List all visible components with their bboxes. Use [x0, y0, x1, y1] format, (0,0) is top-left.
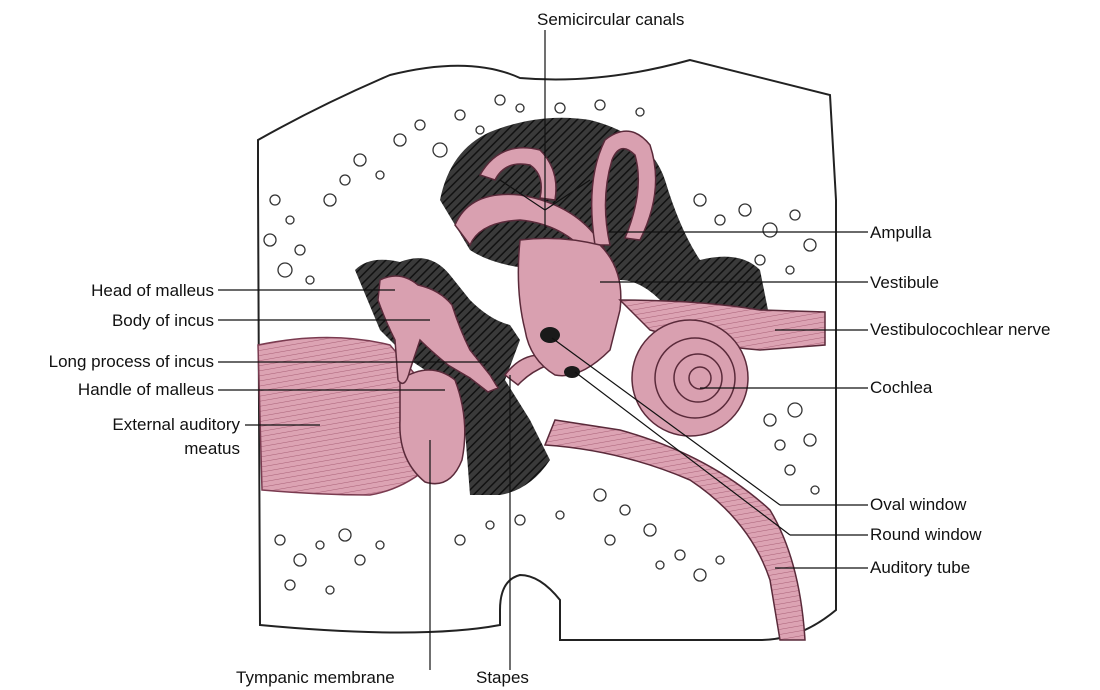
label-tympanic-membrane: Tympanic membrane: [236, 668, 395, 688]
label-external-auditory-meatus-line2: meatus: [184, 439, 240, 459]
label-head-of-malleus: Head of malleus: [91, 281, 214, 301]
vestibule-shape: [518, 238, 621, 375]
label-oval-window: Oval window: [870, 495, 966, 515]
label-ampulla: Ampulla: [870, 223, 931, 243]
label-cochlea: Cochlea: [870, 378, 932, 398]
label-stapes: Stapes: [476, 668, 529, 688]
label-body-of-incus: Body of incus: [112, 311, 214, 331]
label-external-auditory-meatus-line1: External auditory: [112, 415, 240, 435]
label-vestibule: Vestibule: [870, 273, 939, 293]
round-window-shape: [564, 366, 580, 378]
label-handle-of-malleus: Handle of malleus: [78, 380, 214, 400]
label-long-process-of-incus: Long process of incus: [49, 352, 214, 372]
label-round-window: Round window: [870, 525, 982, 545]
oval-window-shape: [540, 327, 560, 343]
label-semicircular-canals: Semicircular canals: [537, 10, 684, 30]
label-vestibulocochlear-nerve: Vestibulocochlear nerve: [870, 320, 1051, 340]
cochlea-shape: [632, 320, 748, 436]
label-auditory-tube: Auditory tube: [870, 558, 970, 578]
